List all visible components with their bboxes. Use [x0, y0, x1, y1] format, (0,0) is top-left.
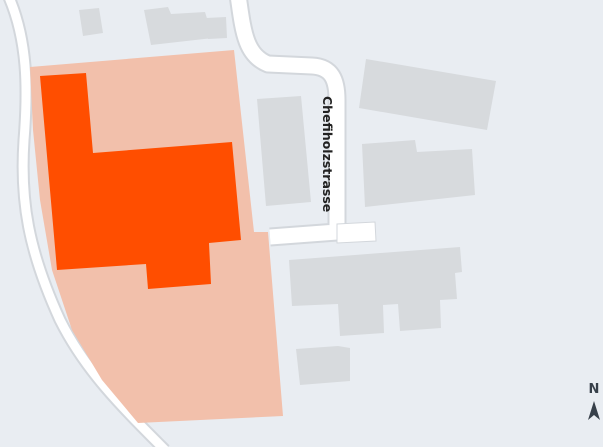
building — [359, 59, 496, 130]
street-road-end — [336, 221, 377, 244]
building — [257, 96, 311, 206]
street-road — [231, 0, 345, 245]
north-indicator: N — [584, 383, 603, 425]
street-label: Chefiholzstrasse — [320, 96, 335, 212]
building — [289, 247, 462, 336]
building — [79, 8, 103, 36]
north-arrow-icon — [588, 401, 600, 420]
north-label: N — [588, 382, 600, 397]
building-highlight[interactable] — [40, 73, 241, 289]
building — [206, 17, 227, 39]
curved-road — [5, 0, 169, 447]
building — [362, 140, 475, 207]
building — [296, 346, 350, 385]
building — [144, 7, 213, 45]
